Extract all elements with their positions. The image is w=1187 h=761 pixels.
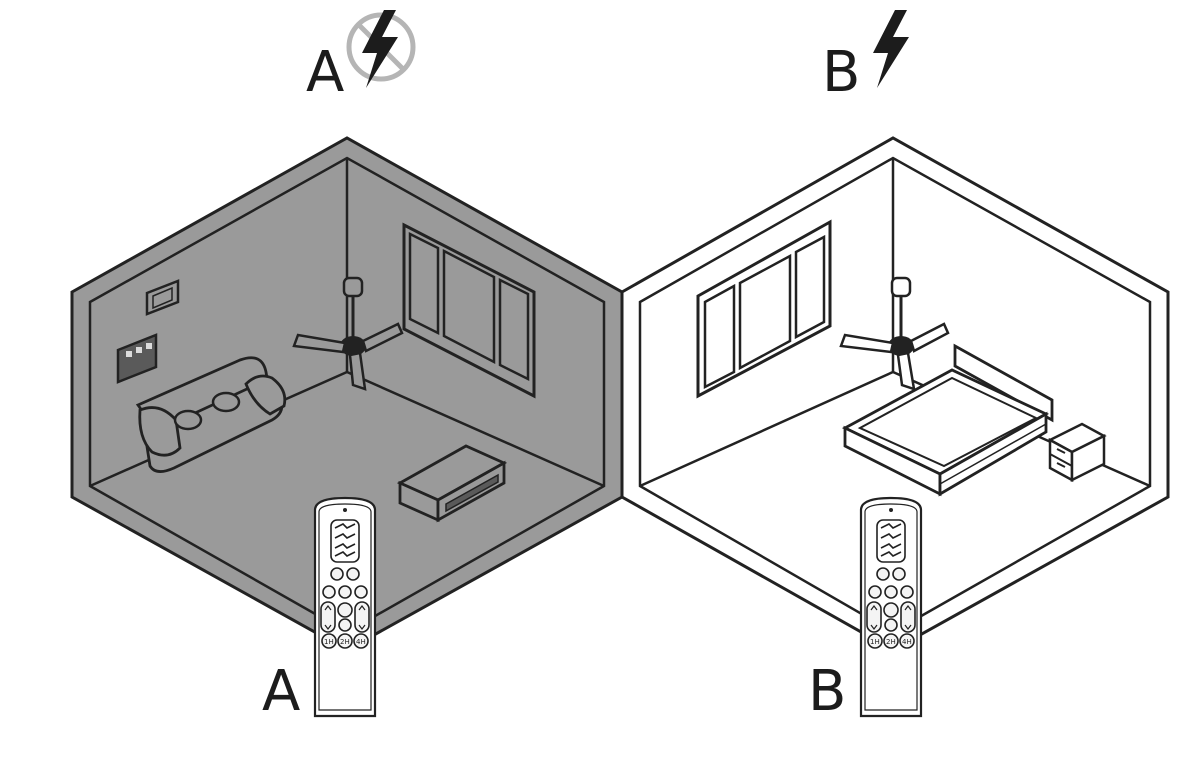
wall-switch (145, 279, 180, 316)
room-b-bedroom (620, 136, 1170, 652)
ceiling-fan (292, 276, 404, 391)
panel-b-bottom-label: B (808, 659, 846, 724)
no-power-icon (346, 10, 416, 88)
room-a-living-room (70, 136, 624, 652)
remote-control-a: 1H 2H 4H (313, 496, 377, 718)
timer-label-1h: 1H (870, 638, 880, 646)
window (402, 222, 536, 399)
panel-a-top-label: A (306, 40, 344, 105)
timer-label-2h: 2H (340, 638, 350, 646)
lightning-bolt-icon (873, 10, 909, 88)
panel-b-top-label: B (822, 40, 860, 105)
panel-a-bottom-label: A (262, 659, 300, 724)
bed (841, 343, 1054, 497)
timer-label-4h: 4H (356, 638, 366, 646)
timer-label-4h: 4H (902, 638, 912, 646)
window (696, 219, 832, 399)
nightstand (1047, 422, 1107, 483)
remote-control-b: 1H 2H 4H (859, 496, 923, 718)
low-table (396, 444, 508, 523)
sofa (135, 356, 287, 473)
timer-label-2h: 2H (886, 638, 896, 646)
wall-panel (116, 333, 158, 384)
timer-label-1h: 1H (324, 638, 334, 646)
ceiling-fan (839, 276, 950, 391)
